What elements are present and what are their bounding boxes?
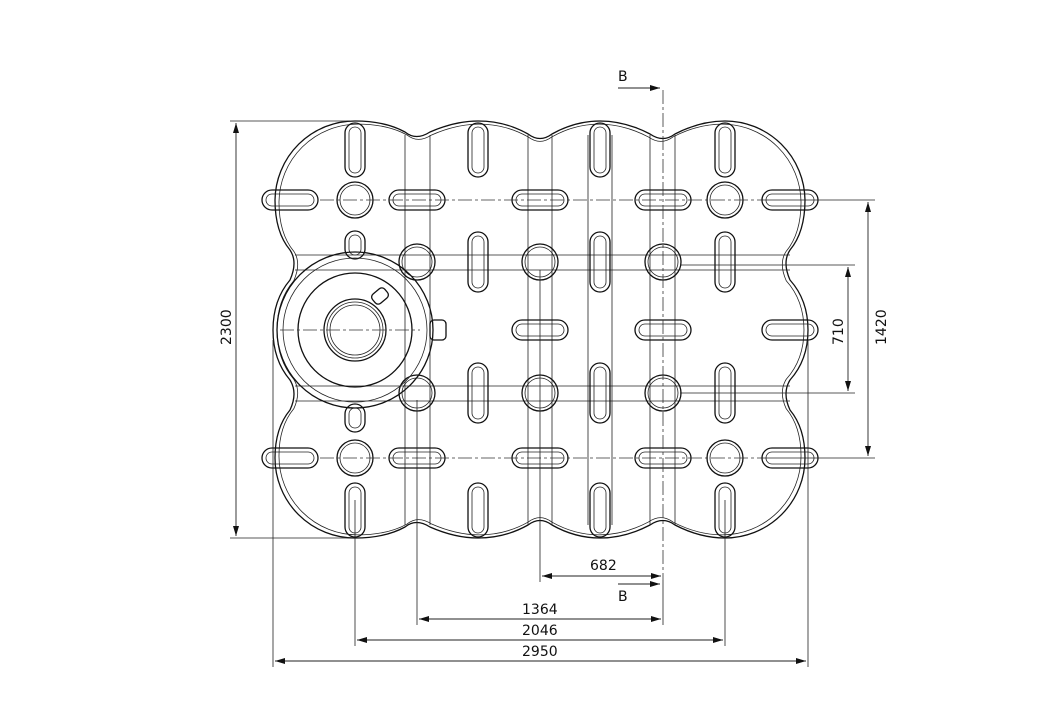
horizontal-rib-inner: [265, 193, 315, 207]
vertical-rib-inner: [471, 126, 485, 174]
vertical-rib: [467, 231, 489, 293]
vertical-rib-inner: [593, 235, 607, 289]
vertical-rib: [589, 231, 611, 293]
dimension-2046: 2046: [354, 500, 726, 646]
section-marker-bottom: B: [618, 581, 660, 605]
section-label-top: B: [618, 69, 628, 85]
horizontal-rib: [261, 447, 319, 469]
dim-label-682: 682: [590, 558, 617, 574]
dimension-2950: 2950: [272, 340, 809, 667]
vertical-rib-inner: [593, 486, 607, 534]
dimension-1364: 1364: [416, 400, 664, 625]
dim-label-2950: 2950: [522, 644, 558, 660]
dim-label-1364: 1364: [522, 602, 558, 618]
dimension-1420: 1420: [760, 199, 890, 459]
vertical-rib-inner: [471, 235, 485, 289]
vertical-rib: [467, 362, 489, 424]
vertical-rib-inner: [348, 126, 362, 174]
horizontal-rib: [261, 189, 319, 211]
vertical-rib-inner: [718, 126, 732, 174]
dim-label-1420: 1420: [874, 309, 890, 345]
section-label-bottom: B: [618, 589, 628, 605]
dim-label-2300: 2300: [219, 309, 235, 345]
vertical-rib: [714, 122, 736, 178]
vertical-rib-inner: [593, 126, 607, 174]
vertical-rib: [344, 122, 366, 178]
horizontal-rib-inner: [265, 451, 315, 465]
support-column: [398, 243, 436, 281]
dimension-682: 682: [539, 270, 661, 582]
vertical-rib: [344, 403, 366, 433]
vertical-rib-inner: [471, 366, 485, 420]
vertical-rib-inner: [593, 366, 607, 420]
vertical-rib-inner: [471, 486, 485, 534]
vertical-rib-inner: [348, 407, 362, 429]
dimension-2300: 2300: [219, 120, 350, 539]
vertical-rib: [467, 482, 489, 538]
vertical-rib-inner: [718, 235, 732, 289]
structural-grid: [295, 135, 790, 525]
dim-label-2046: 2046: [522, 623, 558, 639]
dimension-710: 710: [680, 264, 855, 394]
vertical-rib-inner: [348, 234, 362, 256]
vertical-rib: [589, 362, 611, 424]
vertical-rib: [467, 122, 489, 178]
horizontal-rib-inner: [765, 323, 815, 337]
horizontal-rib: [761, 319, 819, 341]
manhole-dome: [276, 251, 447, 409]
support-column-inner: [401, 246, 433, 278]
vertical-rib: [344, 230, 366, 260]
vertical-rib: [589, 482, 611, 538]
vertical-rib: [589, 122, 611, 178]
dim-label-710: 710: [831, 318, 847, 345]
vertical-rib: [714, 231, 736, 293]
section-marker-top: B: [618, 69, 660, 91]
